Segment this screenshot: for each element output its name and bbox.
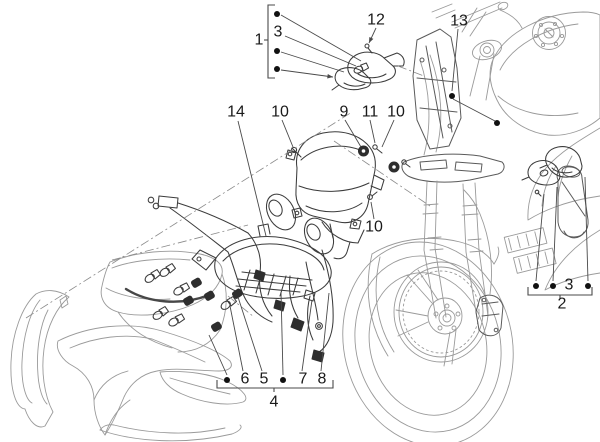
leader-line-7 <box>237 120 267 237</box>
headlight-support-art <box>401 153 505 183</box>
reference-dot-1 <box>274 48 280 54</box>
leader-line-10 <box>369 119 376 144</box>
callout-label-7: 7 <box>299 371 308 388</box>
front-mask-art <box>10 250 247 442</box>
fasteners-art <box>290 43 411 200</box>
arrowhead-3 <box>327 74 333 79</box>
bracket-group-1 <box>267 4 275 79</box>
callout-label-5: 5 <box>260 371 269 388</box>
axis-line-1 <box>333 140 431 207</box>
callout-label-3-top: 3 <box>274 24 283 41</box>
callout-label-2: 2 <box>558 296 567 313</box>
bulbs-art <box>144 263 243 332</box>
leader-line-19 <box>535 193 545 282</box>
front-wheel-art <box>342 241 514 442</box>
side-turn-signals-art <box>521 146 583 197</box>
reference-dot-4 <box>280 377 286 383</box>
reference-dot-3 <box>224 377 230 383</box>
steering-damper-art <box>556 165 589 239</box>
leader-line-5 <box>451 28 459 92</box>
axis-line-2 <box>111 224 249 261</box>
axis-line-0 <box>25 111 353 319</box>
bracket-group-4 <box>216 380 334 389</box>
axis-lines-layer <box>25 65 431 319</box>
callout-label-12: 12 <box>367 12 385 29</box>
leader-line-11 <box>381 119 395 148</box>
callout-label-8: 8 <box>318 371 327 388</box>
reference-dot-9 <box>494 120 500 126</box>
callout-label-10-lower: 10 <box>365 219 383 236</box>
callout-label-9: 9 <box>340 104 349 121</box>
reference-dot-8 <box>449 93 455 99</box>
callout-label-6: 6 <box>241 371 250 388</box>
leader-line-20 <box>552 186 558 282</box>
reference-dot-2 <box>274 66 280 72</box>
reference-dot-6 <box>550 283 556 289</box>
callout-label-14: 14 <box>227 104 245 121</box>
leader-line-13 <box>229 305 244 372</box>
arrowhead-4 <box>369 37 374 43</box>
callout-label-13: 13 <box>450 13 468 30</box>
leader-line-9 <box>344 119 362 148</box>
leader-line-1 <box>284 35 357 67</box>
callout-label-10-left: 10 <box>271 104 289 121</box>
leader-line-0 <box>280 14 362 62</box>
leader-line-17 <box>208 334 228 376</box>
reference-dot-0 <box>274 11 280 17</box>
fuel-cap <box>532 16 566 50</box>
leader-line-18 <box>280 291 284 376</box>
callout-label-4: 4 <box>270 394 279 411</box>
headlight-housing-art <box>191 223 332 299</box>
reference-dot-7 <box>585 283 591 289</box>
leader-line-16 <box>320 292 330 372</box>
brake-caliper-art <box>475 294 504 337</box>
headlight-unit-art <box>285 131 385 260</box>
leader-line-12 <box>370 201 375 220</box>
front-turn-signals-art <box>331 51 405 91</box>
callout-label-10-right: 10 <box>387 104 405 121</box>
axis-line-4 <box>397 65 425 77</box>
leader-line-14 <box>237 296 263 372</box>
leader-line-3 <box>280 69 334 78</box>
callout-label-3-right: 3 <box>565 277 574 294</box>
callout-label-1: 1 <box>255 32 264 49</box>
windshield-bracket-art <box>412 28 462 150</box>
reference-dot-5 <box>533 283 539 289</box>
radiator-grille <box>503 227 557 274</box>
gasket-rings-art <box>265 193 335 255</box>
leader-line-15 <box>301 299 313 372</box>
leader-line-2 <box>280 51 345 73</box>
leader-line-6 <box>452 98 496 122</box>
wiring-harness-art <box>147 195 334 363</box>
leader-line-21 <box>584 176 589 282</box>
callout-label-11: 11 <box>362 104 379 121</box>
axis-line-3 <box>227 295 255 318</box>
leader-line-8 <box>281 119 294 148</box>
